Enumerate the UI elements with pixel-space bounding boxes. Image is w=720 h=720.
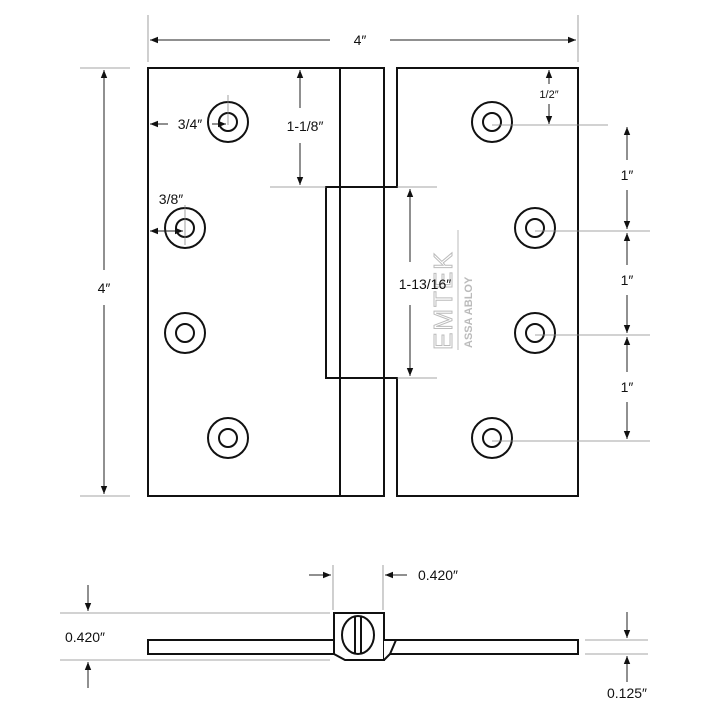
left-leaf [147,67,385,497]
screw-hole [207,417,249,459]
knuckle-height-dimension: 0.420″ [65,629,105,645]
top-to-hole-dimension: 1/2″ [539,89,558,101]
screw-hole [471,417,513,459]
screw-hole [514,207,556,249]
top-to-notch-dimension: 1-1/8″ [287,118,324,134]
width-dimension: 4″ [354,32,367,48]
knuckle-width-dimension: 0.420″ [418,567,458,583]
hole-spacing-dimension: 1″ [621,379,634,395]
side-view [147,612,579,661]
edge-to-inner-hole-dimension: 3/8″ [159,191,183,207]
screw-hole [514,312,556,354]
hole-spacing-dimension: 1″ [621,167,634,183]
screw-hole [164,312,206,354]
leaf-thickness-dimension: 0.125″ [607,685,647,701]
svg-text:EMTEK: EMTEK [428,250,458,350]
svg-text:ASSA ABLOY: ASSA ABLOY [463,276,475,348]
notch-height-dimension: 1-13/16″ [399,276,451,292]
emtek-logo: EMTEK ASSA ABLOY [428,230,475,351]
edge-to-outer-hole-dimension: 3/4″ [178,116,202,132]
height-dimension: 4″ [98,280,111,296]
screw-hole [471,101,513,143]
hole-spacing-dimension: 1″ [621,272,634,288]
